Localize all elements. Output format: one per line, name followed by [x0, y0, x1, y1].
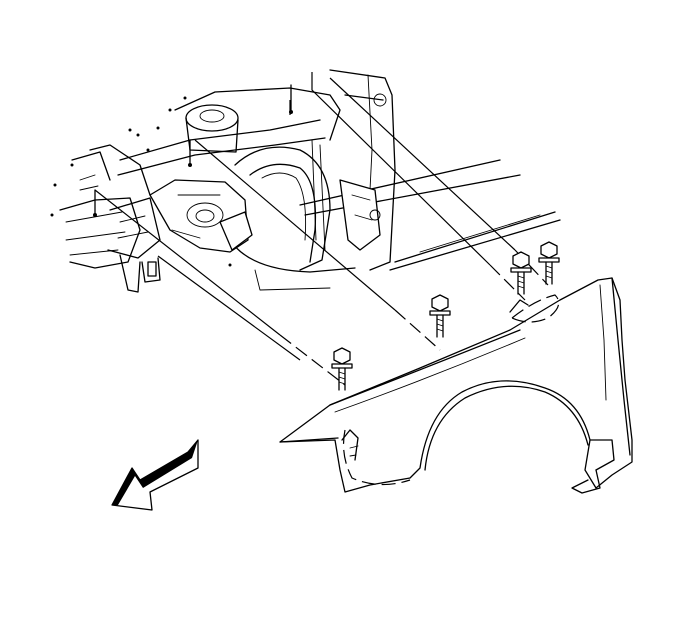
fender-bolt [510, 251, 532, 295]
vehicle-front-structure [50, 69, 561, 293]
front-fender [279, 277, 633, 494]
alignment-lines [94, 72, 549, 386]
fender-bolt [331, 347, 353, 391]
front-direction-arrow [111, 439, 199, 511]
fender-bolt [429, 294, 451, 338]
fender-bolt [538, 241, 560, 285]
